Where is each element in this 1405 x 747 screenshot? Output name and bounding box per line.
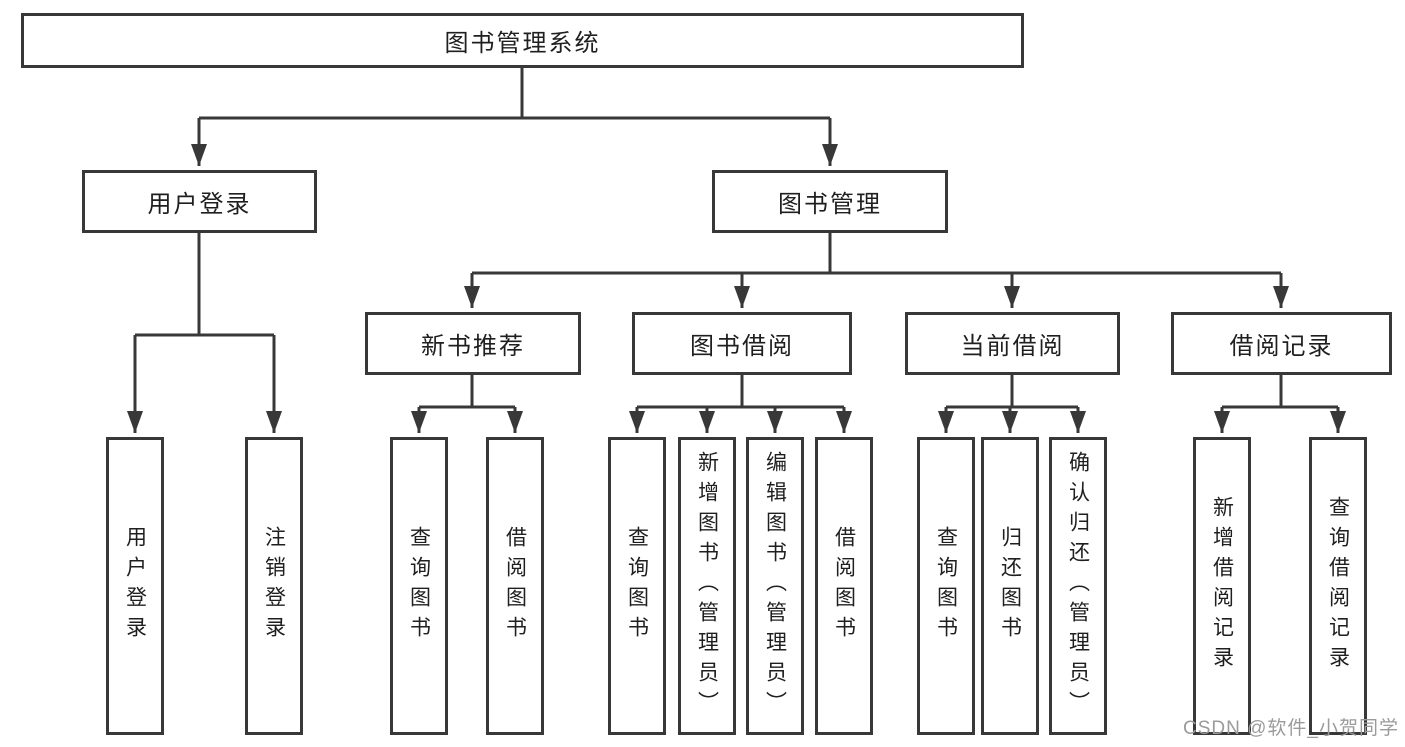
node-leaf-confirm-return-admin: 确认归还（管理员） [1049,437,1107,735]
node-label: 当前借阅 [960,333,1065,360]
node-label: 确认归还（管理员） [1066,451,1090,721]
node-book-management: 图书管理 [712,170,948,233]
node-leaf-edit-books-admin: 编辑图书（管理员） [746,437,804,735]
node-leaf-logout: 注销登录 [245,437,303,735]
node-label: 查询图书 [407,526,431,646]
node-label: 查询图书 [934,526,958,646]
node-leaf-query-books-1: 查询图书 [390,437,448,735]
node-leaf-add-borrow-record: 新增借阅记录 [1193,437,1251,735]
node-label: 新增借阅记录 [1210,496,1234,676]
csdn-watermark: CSDN @软件_小贺同学 [1183,718,1399,739]
node-label: 归还图书 [998,526,1022,646]
node-new-book-recommend: 新书推荐 [365,312,581,375]
node-current-borrowing: 当前借阅 [905,312,1120,375]
node-label: 新增图书（管理员） [695,451,719,721]
node-leaf-borrow-books-1: 借阅图书 [486,437,544,735]
node-leaf-add-books-admin: 新增图书（管理员） [678,437,736,735]
node-borrowing-records: 借阅记录 [1171,312,1392,375]
node-label: 注销登录 [262,526,286,646]
node-label: 借阅图书 [832,526,856,646]
node-leaf-user-login: 用户登录 [106,437,164,735]
node-library-management-system: 图书管理系统 [21,13,1024,68]
node-leaf-query-borrow-record: 查询借阅记录 [1309,437,1367,735]
node-leaf-query-books-2: 查询图书 [608,437,666,735]
node-label: 用户登录 [123,526,147,646]
node-label: 编辑图书（管理员） [763,451,787,721]
node-leaf-query-books-3: 查询图书 [917,437,975,735]
node-user-login: 用户登录 [82,170,317,233]
node-label: 新书推荐 [421,333,525,360]
node-label: 图书管理 [778,191,882,218]
node-label: 用户登录 [147,191,252,218]
node-leaf-borrow-books-2: 借阅图书 [815,437,873,735]
node-book-borrowing: 图书借阅 [632,312,852,375]
node-label: 查询借阅记录 [1326,496,1350,676]
node-label: 借阅记录 [1229,333,1334,360]
node-leaf-return-books: 归还图书 [981,437,1039,735]
node-label: 查询图书 [625,526,649,646]
node-label: 图书管理系统 [444,30,601,57]
node-label: 图书借阅 [690,333,794,360]
node-label: 借阅图书 [503,526,527,646]
